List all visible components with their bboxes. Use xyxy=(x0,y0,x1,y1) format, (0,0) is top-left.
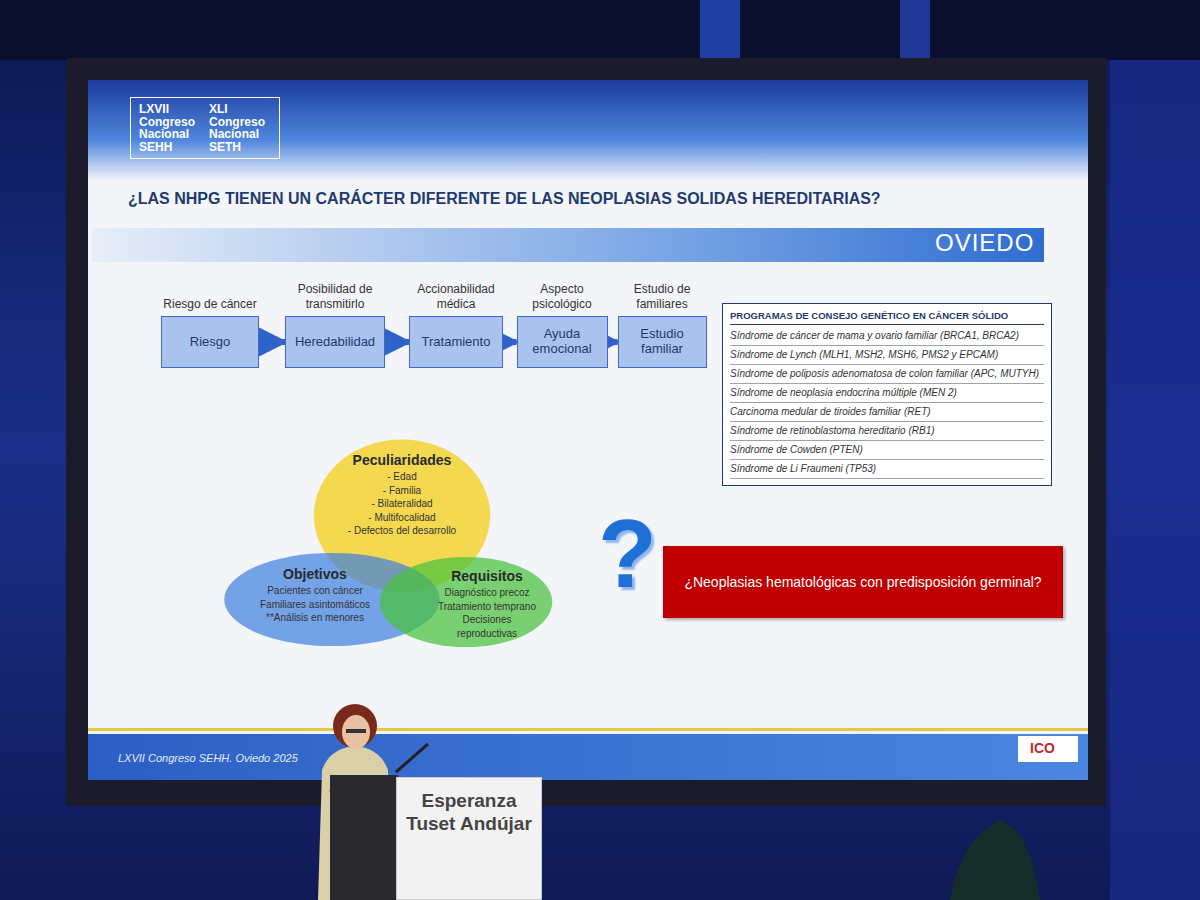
step-heading: Aspecto psicológico xyxy=(514,282,610,311)
venn-item: - Familia xyxy=(336,484,468,498)
step-heading: Posibilidad de transmitirlo xyxy=(287,282,383,311)
list-node: PROGRAMAS DE CONSEJO GENÉTICO EN CÁNCER … xyxy=(722,303,1052,486)
logo-text: XLI Congreso Nacional SETH xyxy=(209,103,271,153)
venn-heading: Requisitos xyxy=(434,568,540,584)
slide-location: OVIEDO xyxy=(935,229,1034,257)
stage-light xyxy=(900,0,930,60)
logo-text: LXVII Congreso Nacional SEHH xyxy=(139,103,201,153)
list-item: Síndrome de Lynch (MLH1, MSH2, MSH6, PMS… xyxy=(730,346,1044,365)
step-heading: Accionabilidad médica xyxy=(408,282,504,311)
step-label: Tratamiento xyxy=(422,335,491,350)
flow-node: Riesgo de cáncerRiesgo xyxy=(161,316,259,368)
venn-text: RequisitosDiagnóstico precozTratamiento … xyxy=(378,556,554,640)
list-item: Síndrome de Cowden (PTEN) xyxy=(730,441,1044,460)
slide-line xyxy=(88,728,1088,731)
venn-item: Diagnóstico precoz xyxy=(434,586,540,600)
sign-text: Esperanza Tuset Andújar xyxy=(402,790,536,836)
flow-arrow xyxy=(259,339,285,345)
side-wall xyxy=(1110,60,1200,900)
venn-text: ObjetivosPacientes con cáncer Familiares… xyxy=(222,552,442,625)
plant xyxy=(950,820,1040,900)
venn-item: - Bilateralidad xyxy=(336,497,468,511)
list-item: Síndrome de retinoblastoma hereditario (… xyxy=(730,422,1044,441)
step-heading: Estudio de familiares xyxy=(614,282,710,311)
venn-text: Peculiaridades - Edad- Familia- Bilateral… xyxy=(312,438,492,538)
venn-item: Tratamiento temprano xyxy=(434,600,540,614)
step-label: Estudio familiar xyxy=(624,327,701,357)
sign-node: Esperanza Tuset Andújar xyxy=(396,777,542,900)
venn-node: RequisitosDiagnóstico precozTratamiento … xyxy=(378,556,554,648)
venn-heading: Peculiaridades xyxy=(336,452,468,468)
list-item: Síndrome de poliposis adenomatosa de col… xyxy=(730,365,1044,384)
flow-node: Accionabilidad médicaTratamiento xyxy=(409,316,503,368)
step-label: Riesgo xyxy=(190,335,230,350)
list-item: Carcinoma medular de tiroides familiar (… xyxy=(730,403,1044,422)
screen-bezel xyxy=(66,58,1106,806)
flow-arrow xyxy=(503,339,517,345)
footer-logo: ICO xyxy=(1030,740,1055,756)
step-label: Ayuda emocional xyxy=(523,327,602,357)
list-item: Síndrome de Li Fraumeni (TP53) xyxy=(730,460,1044,479)
venn-item: Decisiones reproductivas xyxy=(434,613,540,640)
red-text: ¿Neoplasias hematológicas con predisposi… xyxy=(684,574,1041,590)
flow-arrow xyxy=(385,339,409,345)
logo-patch xyxy=(1018,736,1078,762)
venn-item: - Multifocalidad xyxy=(336,511,468,525)
list-item: Síndrome de cáncer de mama y ovario fami… xyxy=(730,327,1044,346)
stage-light xyxy=(700,0,740,60)
list-heading: PROGRAMAS DE CONSEJO GENÉTICO EN CÁNCER … xyxy=(730,310,1044,325)
flow-arrow xyxy=(608,339,618,345)
microphone xyxy=(396,744,428,772)
flow-node: Aspecto psicológicoAyuda emocional xyxy=(517,316,608,368)
flow-node: Estudio de familiaresEstudio familiar xyxy=(618,316,707,368)
slide-title: ¿LAS NHPG TIENEN UN CARÁCTER DIFERENTE D… xyxy=(128,190,1068,208)
question-mark: ? xyxy=(598,506,657,602)
flow-node: Posibilidad de transmitirloHeredabilidad xyxy=(285,316,385,368)
list-item: Síndrome de neoplasia endocrina múltiple… xyxy=(730,384,1044,403)
slide-ground xyxy=(88,80,1088,780)
footer-text: LXVII Congreso SEHH. Oviedo 2025 xyxy=(118,752,298,764)
step-heading: Riesgo de cáncer xyxy=(162,297,258,311)
venn-item: - Edad xyxy=(336,470,468,484)
logo-node: LXVII Congreso Nacional SEHHXLI Congreso… xyxy=(130,97,280,159)
venn-heading: Objetivos xyxy=(248,566,382,582)
lectern xyxy=(330,775,398,900)
step-label: Heredabilidad xyxy=(295,335,375,350)
gallery xyxy=(0,0,1200,60)
slide-header xyxy=(88,80,1088,180)
venn-item: **Análisis en menores xyxy=(248,611,382,625)
slide-bar xyxy=(92,228,1044,262)
venn-item: Pacientes con cáncer Familiares asintomá… xyxy=(248,584,382,611)
venn-item: - Defectos del desarrollo xyxy=(336,524,468,538)
slide-footer xyxy=(88,734,1088,780)
red-node: ¿Neoplasias hematológicas con predisposi… xyxy=(663,546,1063,618)
